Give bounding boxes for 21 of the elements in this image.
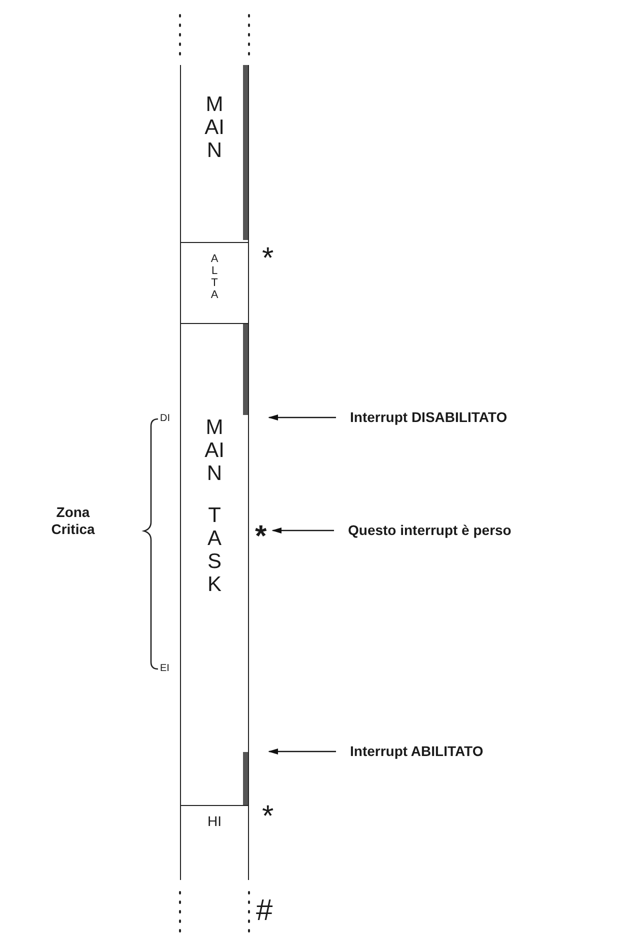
timeline-segment bbox=[180, 323, 249, 805]
annotation-text: Interrupt ABILITATO bbox=[350, 743, 484, 760]
asterisk-mark: * bbox=[262, 802, 274, 832]
vertical-label: MAIN TASK bbox=[204, 416, 226, 597]
annotation-text: Questo interrupt è perso bbox=[348, 522, 512, 539]
hash-mark: # bbox=[256, 896, 273, 926]
vertical-label: HI bbox=[206, 814, 222, 830]
arrow bbox=[268, 414, 336, 420]
asterisk-mark: * bbox=[255, 522, 267, 542]
label-text: Zona Critica bbox=[50, 504, 96, 538]
vertical-label: MAIN bbox=[204, 93, 226, 162]
vertical-label: ALTA bbox=[210, 253, 220, 302]
timeline-segment bbox=[180, 805, 249, 880]
arrow bbox=[268, 748, 336, 754]
label-text: EI bbox=[160, 662, 170, 675]
timeline-segment bbox=[180, 65, 249, 242]
arrow bbox=[272, 528, 334, 534]
annotation-text: Interrupt DISABILITATO bbox=[350, 409, 508, 426]
label-text: DI bbox=[160, 412, 170, 425]
timeline-segment bbox=[180, 242, 249, 323]
asterisk-mark: * bbox=[262, 244, 274, 274]
